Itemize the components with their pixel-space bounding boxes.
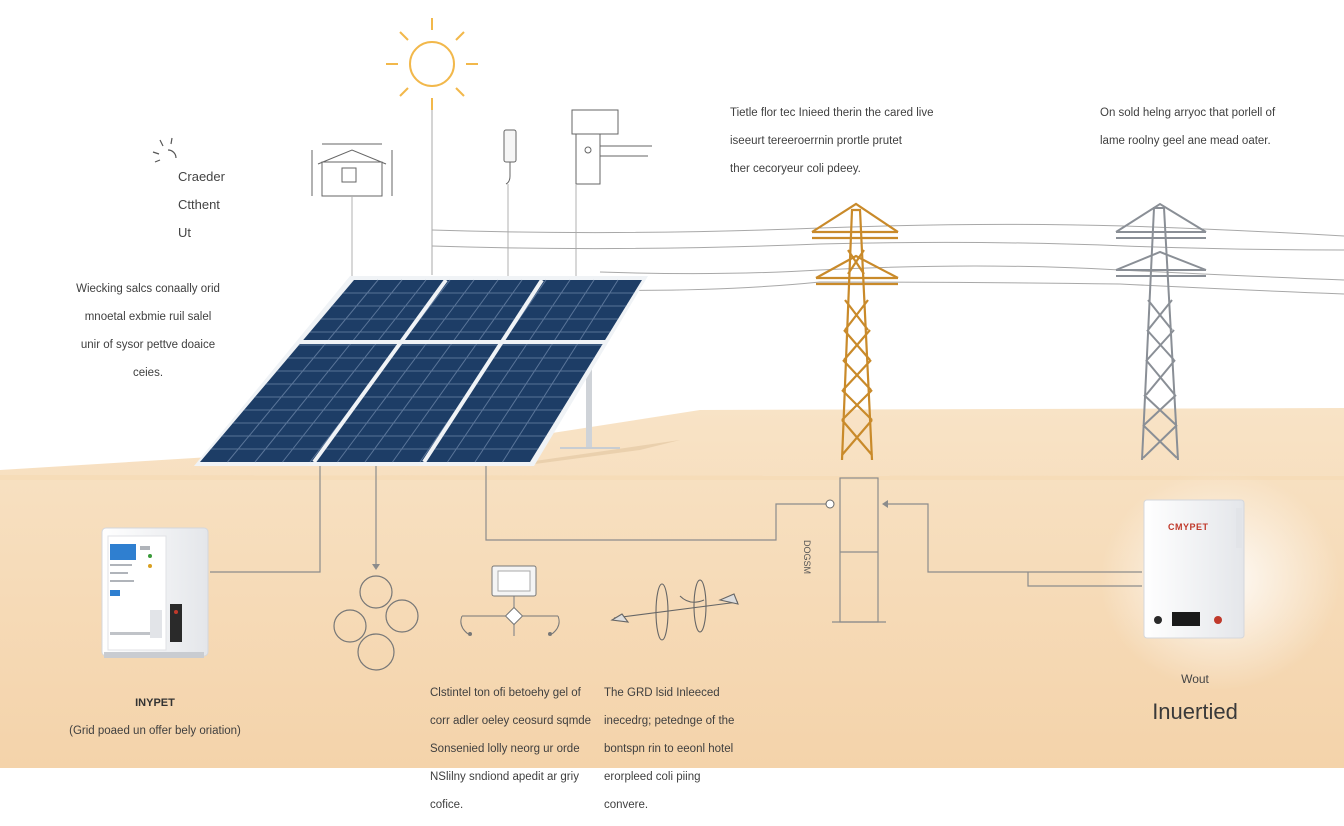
- note-top-right: On sold helng arryoc that porlell of lam…: [1100, 92, 1275, 162]
- solar-grid-diagram: [0, 18, 1344, 768]
- note-top-left-line: Craeder: [178, 169, 225, 184]
- panel-cell-col-line: [337, 279, 475, 463]
- note-bottom-right-line: The GRD lsid Inleeced: [604, 687, 720, 699]
- note-top-left: Craeder Ctthent Ut: [178, 156, 225, 254]
- inverter-right: [1143, 499, 1245, 639]
- note-top-mid-line: Tietle flor tec Inieed therin the cared …: [730, 107, 934, 119]
- note-bottom-right-line: inecedrg; petednge of the: [604, 715, 735, 727]
- panel-cell-col-line: [502, 279, 619, 463]
- note-mid-left-line: unir of sysor pettve doaice: [80, 339, 216, 351]
- inverter-left: [101, 527, 209, 658]
- panel-cell-col-line: [364, 279, 499, 463]
- note-bottom-mid: Clstintel ton ofi betoehy gel of corr ad…: [430, 672, 600, 826]
- note-mid-left-line: mnoetal exbmie ruil salel: [84, 311, 212, 323]
- transmission-tower-grey: [1115, 202, 1207, 461]
- note-top-left-line: Ctthent: [178, 197, 220, 212]
- panel-cell-col-line: [227, 279, 379, 463]
- note-bottom-mid-line: corr adler oeley ceosurd sqmde: [430, 715, 592, 727]
- ground-area: [0, 408, 1344, 768]
- socket-icon: [571, 109, 652, 185]
- note-mid-left-line: ceies.: [132, 367, 164, 379]
- note-bottom-right-line: erorpleed coli piing: [604, 771, 701, 783]
- circuit-circles-icon: [333, 575, 419, 671]
- wire-arrow-down: [372, 564, 380, 570]
- note-top-right-line: On sold helng arryoc that porlell of: [1100, 107, 1276, 119]
- meter-icon: [460, 565, 560, 636]
- meter-mast-label: DOGSM: [802, 540, 812, 575]
- turbine-schematic-icon: [610, 579, 739, 641]
- power-lines: [431, 223, 1344, 295]
- inverter-right-label: Wout Inuertied: [1140, 658, 1250, 738]
- note-bottom-mid-line: cofice.: [430, 799, 464, 811]
- wiring: [210, 466, 1142, 636]
- inverter-right-screen: [1172, 612, 1200, 626]
- transmission-tower-gold: [811, 202, 899, 461]
- note-bottom-mid-line: Clstintel ton ofi betoehy gel of: [430, 687, 581, 699]
- panel-cell-col-line: [474, 279, 595, 463]
- inverter-left-title: INYPET: [135, 697, 175, 709]
- inverter-right-small-label: Wout: [1181, 672, 1209, 686]
- connector-icon: [825, 499, 835, 509]
- note-bottom-right-line: bontspn rin to eeonl hotel: [604, 743, 734, 755]
- house-schematic-icon: [311, 143, 393, 197]
- meter-mast: [832, 477, 886, 623]
- note-top-left-line: Ut: [178, 225, 191, 240]
- note-bottom-mid-line: Sonsenied lolly neorg ur orde: [430, 743, 580, 755]
- solar-panel-mount: [520, 360, 680, 466]
- solar-panel: [194, 276, 648, 466]
- note-top-mid: Tietle flor tec Inieed therin the cared …: [730, 92, 934, 190]
- note-top-mid-line: ther cecoryeur coli pdeey.: [730, 163, 861, 175]
- panel-cell-col-line: [447, 279, 571, 463]
- note-bottom-right-line: convere.: [604, 799, 649, 811]
- note-mid-left-line: Wiecking salcs conaally orid: [76, 283, 220, 295]
- note-bottom-mid-line: NSlilny sndiond apedit ar griy: [430, 771, 579, 783]
- panel-cell-col-line: [282, 279, 427, 463]
- wire-arrow-left: [882, 500, 888, 508]
- ground-horizon: [0, 475, 1344, 480]
- note-top-mid-line: iseeurt tereeroerrnin prortle prutet: [730, 135, 902, 147]
- sun-icon: [386, 18, 478, 110]
- inverter-right-brand: CMYPET: [1168, 522, 1209, 532]
- small-sun-icon: [152, 137, 177, 163]
- plug-icon: [503, 129, 517, 185]
- panel-cell-col-line: [392, 279, 523, 463]
- note-top-right-line: lame roolny geel ane mead oater.: [1100, 135, 1271, 147]
- inverter-right-title: Inuertied: [1152, 699, 1238, 724]
- inverter-left-label: INYPET (Grid poaed un offer bely oriatio…: [60, 682, 250, 752]
- inverter-left-screen: [110, 544, 136, 560]
- note-bottom-right: The GRD lsid Inleeced inecedrg; petednge…: [604, 672, 754, 826]
- panel-cell-col-line: [254, 279, 403, 463]
- inverter-left-subtitle: (Grid poaed un offer bely oriation): [69, 725, 241, 737]
- note-mid-left: Wiecking salcs conaally orid mnoetal exb…: [68, 268, 228, 394]
